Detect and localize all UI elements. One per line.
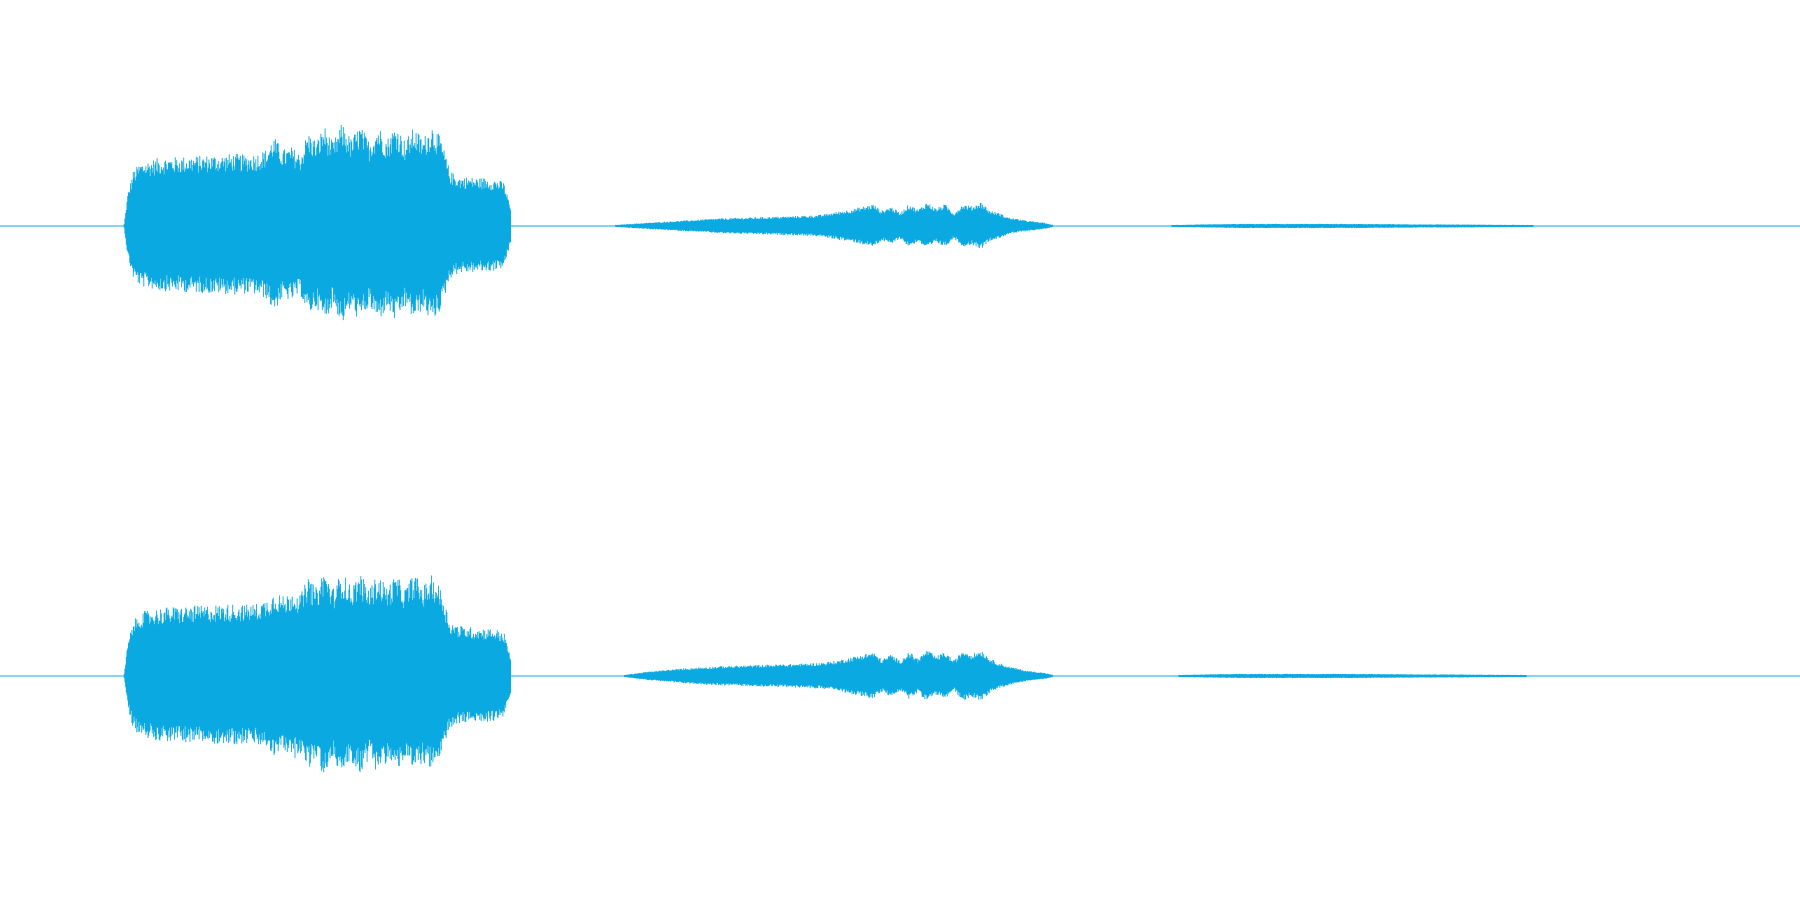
channel-1-segment-1 [123, 124, 512, 321]
waveform-trace [1171, 223, 1534, 229]
channel-1-segments [123, 124, 1534, 321]
channel-2-segment-1 [123, 575, 512, 773]
channel-2-segments [123, 575, 1527, 773]
waveform-trace [123, 575, 512, 773]
channel-1-segment-3 [1171, 223, 1534, 229]
channel-2-waveform [0, 575, 1800, 773]
channel-1-waveform [0, 124, 1800, 321]
channel-1-segment-2 [615, 202, 1053, 249]
waveform-trace [615, 202, 1053, 249]
waveform-trace [624, 651, 1053, 700]
channel-2-segment-2 [624, 651, 1053, 700]
channel-2-segment-3 [1178, 673, 1527, 679]
waveform-trace [123, 124, 512, 321]
waveform-trace [1178, 673, 1527, 679]
